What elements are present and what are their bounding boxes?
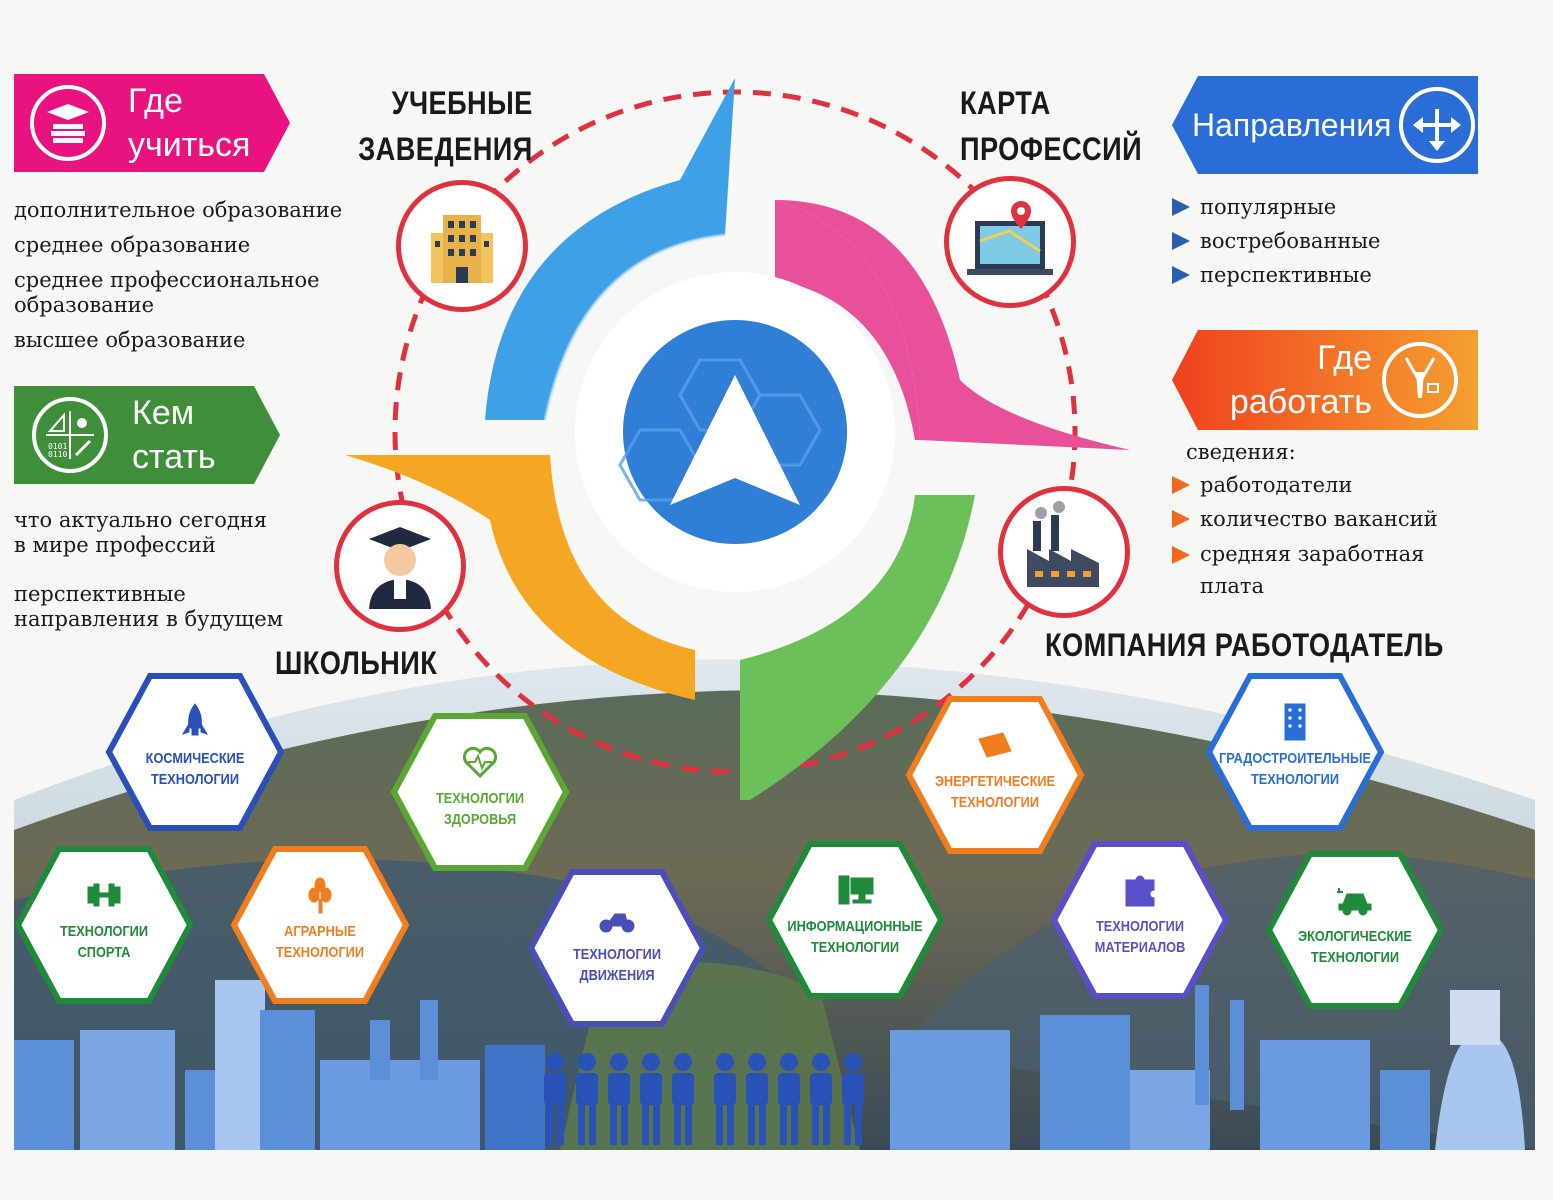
technology-hexagon: КОСМИЧЕСКИЕ ТЕХНОЛОГИИ [105, 672, 285, 832]
hexagon-label: ГРАДОСТРОИТЕЛЬНЫЕ ТЕХНОЛОГИИ [1219, 750, 1371, 788]
who-become-title-line2: стать [132, 438, 216, 476]
list-item: среднее профессиональное образование [14, 268, 320, 317]
compass-orange-segment [345, 455, 695, 700]
compass-pink-segment [775, 200, 1130, 450]
bullet-arrow-icon [1172, 510, 1190, 528]
hexagon-label: ТЕХНОЛОГИИ МАТЕРИАЛОВ [1094, 918, 1186, 956]
building-icon [431, 215, 493, 283]
hexagon-label: ТЕХНОЛОГИИ ДВИЖЕНИЯ [572, 946, 662, 984]
tech-quadrants-icon: 0101 0110 [46, 411, 94, 459]
where-study-banner: Где учиться [14, 74, 290, 172]
compass-green-segment [740, 495, 975, 800]
career-map-heading: КАРТА ПРОФЕССИЙ [960, 85, 1143, 167]
list-item: среднее образование [14, 233, 251, 257]
books-cap-icon [47, 104, 89, 143]
list-item: дополнительное образование [14, 198, 343, 222]
schools-heading: УЧЕБНЫЕ ЗАВЕДЕНИЯ [358, 85, 533, 167]
employer-heading: КОМПАНИЯ РАБОТОДАТЕЛЬ [1045, 627, 1444, 663]
solar-panel-icon [978, 732, 1012, 758]
who-become-banner: 0101 0110 Кем стать [14, 386, 280, 484]
technology-hexagon: ЭНЕРГЕТИЧЕСКИЕ ТЕХНОЛОГИИ [905, 695, 1085, 855]
directions-banner: Направления [1172, 76, 1478, 174]
hexagon-label: АГРАРНЫЕ ТЕХНОЛОГИИ [275, 923, 365, 961]
bullet-arrow-icon [1172, 266, 1190, 284]
rocket-icon [181, 703, 209, 736]
directions-title: Направления [1192, 107, 1392, 143]
list-item: перспективные направления в будущем [14, 582, 284, 631]
where-work-title-line2: работать [1229, 383, 1372, 421]
technology-hexagon: ИНФОРМАЦИОННЫЕ ТЕХНОЛОГИИ [765, 840, 945, 1000]
motorcycle-icon [599, 913, 635, 933]
list-item: количество вакансий [1200, 506, 1438, 531]
dashed-ring [392, 89, 1078, 775]
list-item: востребованные [1200, 228, 1381, 253]
work-list: сведения: работодатели количество ваканс… [1172, 436, 1438, 602]
bullet-arrow-icon [1172, 546, 1190, 564]
compass-arrow-icon [670, 375, 800, 505]
graduate-icon [369, 527, 431, 609]
hexagon-label: ТЕХНОЛОГИИ СПОРТА [59, 923, 149, 961]
list-item: что актуально сегодня в мире профессий [14, 508, 268, 557]
heart-pulse-icon [462, 746, 498, 779]
factory-icon [1027, 501, 1099, 587]
employer-circle [998, 486, 1130, 618]
where-study-title-line1: Где [128, 82, 183, 120]
technology-hexagon: ГРАДОСТРОИТЕЛЬНЫЕ ТЕХНОЛОГИИ [1205, 672, 1385, 832]
work-intro: сведения: [1186, 440, 1296, 464]
list-item: перспективные [1200, 262, 1372, 287]
business-suit-icon [1404, 357, 1439, 398]
hexagon-label: ЭКОЛОГИЧЕСКИЕ ТЕХНОЛОГИИ [1298, 928, 1412, 966]
list-item: средняя заработная плата [1200, 542, 1425, 598]
directions-arrows-icon [1413, 109, 1462, 151]
list-item: работодатели [1200, 472, 1353, 497]
schools-circle [396, 180, 528, 312]
career-map-circle [944, 176, 1076, 308]
puzzle-icon [1125, 875, 1155, 907]
student-circle [334, 500, 466, 632]
electric-car-icon [1337, 888, 1372, 916]
technology-hexagon: ТЕХНОЛОГИИ СПОРТА [14, 845, 194, 1005]
compass-blue-segment [485, 78, 735, 420]
where-work-title-line1: Где [1317, 339, 1372, 377]
hexagon-label: ЭНЕРГЕТИЧЕСКИЕ ТЕХНОЛОГИИ [934, 773, 1056, 811]
technology-hexagon: ТЕХНОЛОГИИ ДВИЖЕНИЯ [527, 868, 707, 1028]
hexagon-label: КОСМИЧЕСКИЕ ТЕХНОЛОГИИ [145, 750, 245, 788]
svg-text:0101: 0101 [48, 442, 67, 451]
building-icon [1284, 703, 1306, 741]
where-work-banner: Где работать [1172, 330, 1478, 430]
technology-hexagon: ЭКОЛОГИЧЕСКИЕ ТЕХНОЛОГИИ [1265, 850, 1445, 1010]
laptop-map-icon [967, 201, 1053, 275]
who-become-title-line1: Кем [132, 394, 195, 432]
technology-hexagon: АГРАРНЫЕ ТЕХНОЛОГИИ [230, 845, 410, 1005]
dumbbell-icon [87, 883, 121, 907]
technology-hexagon: ТЕХНОЛОГИИ ЗДОРОВЬЯ [390, 712, 570, 872]
bullet-arrow-icon [1172, 232, 1190, 250]
student-heading: ШКОЛЬНИК [275, 645, 438, 681]
svg-text:0110: 0110 [48, 450, 67, 459]
study-list: дополнительное образование среднее образ… [14, 198, 342, 353]
technology-hexagon: ТЕХНОЛОГИИ МАТЕРИАЛОВ [1050, 840, 1230, 1000]
bullet-arrow-icon [1172, 476, 1190, 494]
hexagon-label: ТЕХНОЛОГИИ ЗДОРОВЬЯ [435, 790, 525, 828]
become-list: что актуально сегодня в мире профессий п… [14, 508, 283, 632]
hexagon-label: ИНФОРМАЦИОННЫЕ ТЕХНОЛОГИИ [787, 918, 923, 956]
wheat-icon [308, 877, 332, 914]
directions-list: популярные востребованные перспективные [1172, 190, 1380, 292]
list-item: высшее образование [14, 328, 246, 352]
where-study-title-line2: учиться [128, 126, 251, 164]
bullet-arrow-icon [1172, 198, 1190, 216]
computer-icon [838, 875, 874, 905]
list-item: популярные [1200, 194, 1337, 219]
